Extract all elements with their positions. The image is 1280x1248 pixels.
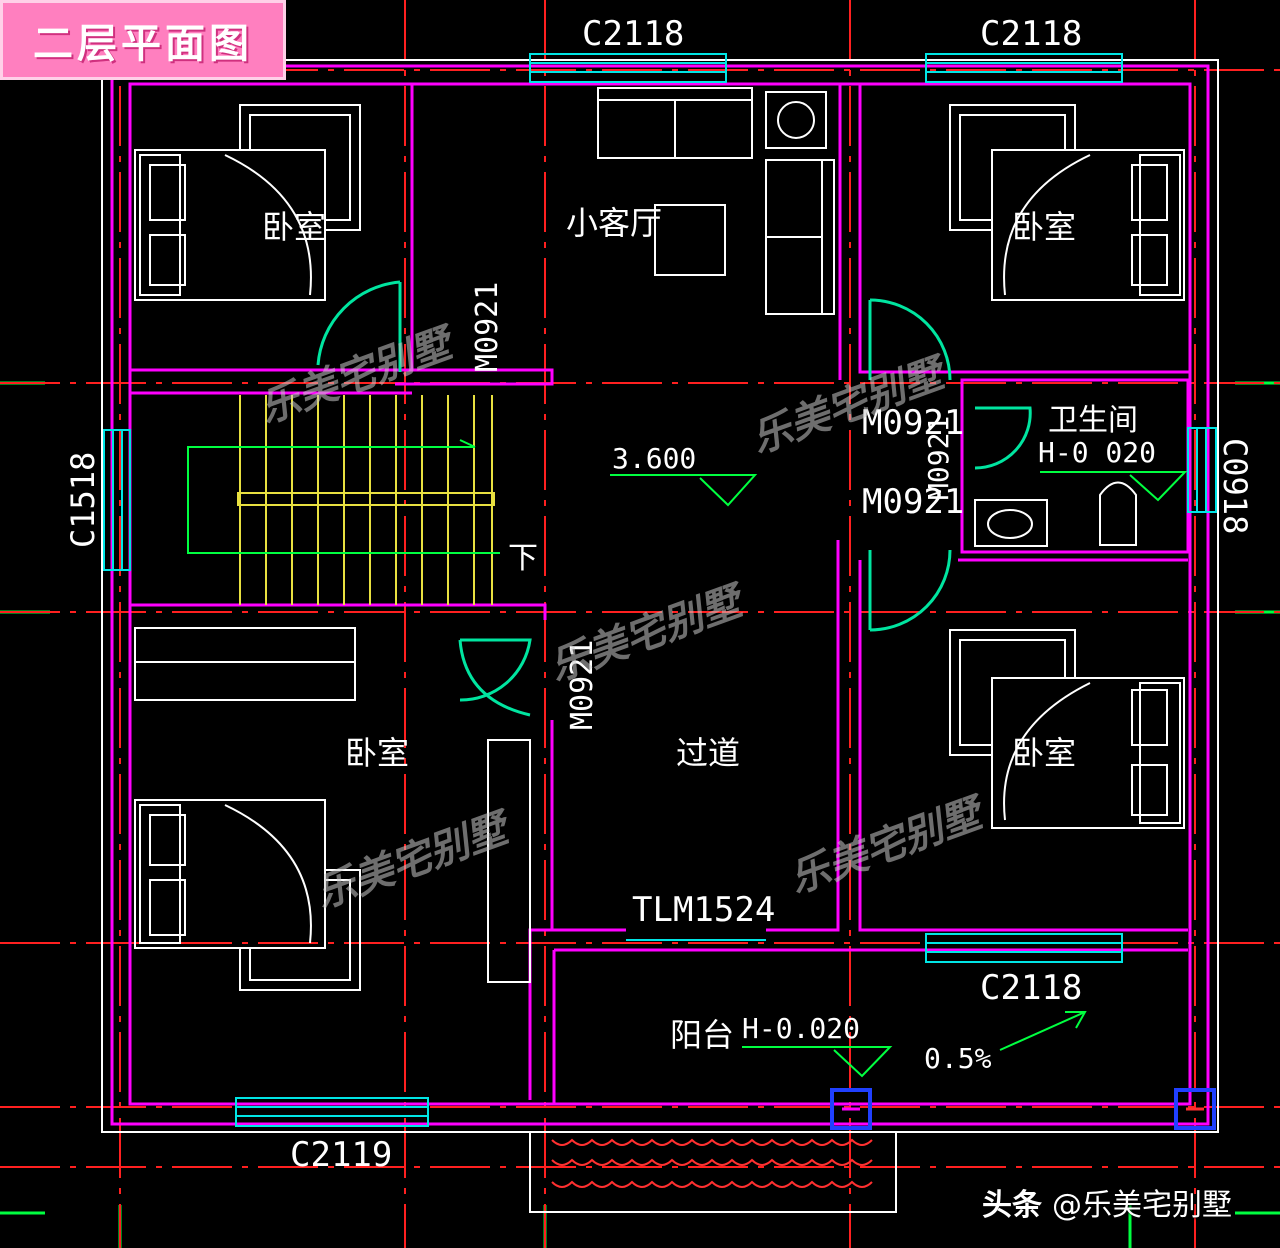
door-label-tlm1524: TLM1524 <box>632 890 776 930</box>
door-swings <box>316 280 1032 717</box>
room-label-bedroom-mr: 卧室 <box>1012 734 1077 772</box>
room-label-bedroom-tr: 卧室 <box>1012 208 1077 246</box>
level-label-balcony: H-0.020 <box>742 1012 861 1045</box>
column-markers <box>830 1088 1216 1130</box>
window-label-c0918: C0918 <box>1216 438 1254 535</box>
room-label-corridor: 过道 <box>676 734 741 772</box>
window-label-c2118-balcony: C2118 <box>980 968 1083 1008</box>
door-label-m0921-e: M0921 <box>922 415 955 500</box>
window-label-c2118-top-left: C2118 <box>582 14 685 54</box>
level-label-bath: H-0 020 <box>1038 436 1157 469</box>
balcony-planter <box>551 1138 873 1188</box>
stair-down-label: 下 <box>508 541 538 576</box>
windows <box>103 53 1217 1127</box>
door-label-m0921-c: M0921 <box>470 281 505 372</box>
door-label-m0921-b: M0921 <box>862 482 965 522</box>
slope-label: 0.5% <box>924 1042 992 1075</box>
dimension-lines <box>0 381 1280 1248</box>
window-label-c2119: C2119 <box>290 1135 393 1175</box>
window-label-c2118-top-right: C2118 <box>980 14 1083 54</box>
room-label-bathroom: 卫生间 <box>1048 403 1138 438</box>
level-markers <box>610 471 1188 1078</box>
page-title: 二层平面图 <box>0 0 286 80</box>
furniture <box>134 87 1185 1213</box>
room-label-bedroom-tl: 卧室 <box>262 208 327 246</box>
staircase <box>237 395 495 605</box>
room-label-bedroom-bl: 卧室 <box>345 734 410 772</box>
window-label-c1518: C1518 <box>64 451 102 548</box>
room-label-living: 小客厅 <box>566 204 663 242</box>
walls <box>110 64 1210 1126</box>
source-name: 头条 <box>982 1188 1042 1223</box>
level-label-floor: 3.600 <box>612 442 697 475</box>
stair-arrow <box>187 439 500 554</box>
door-label-m0921-a: M0921 <box>862 403 965 443</box>
room-label-balcony: 阳台 <box>670 1016 735 1054</box>
source-credit: 头条 @乐美宅别墅 <box>982 1180 1232 1224</box>
source-handle: @乐美宅别墅 <box>1052 1188 1232 1223</box>
